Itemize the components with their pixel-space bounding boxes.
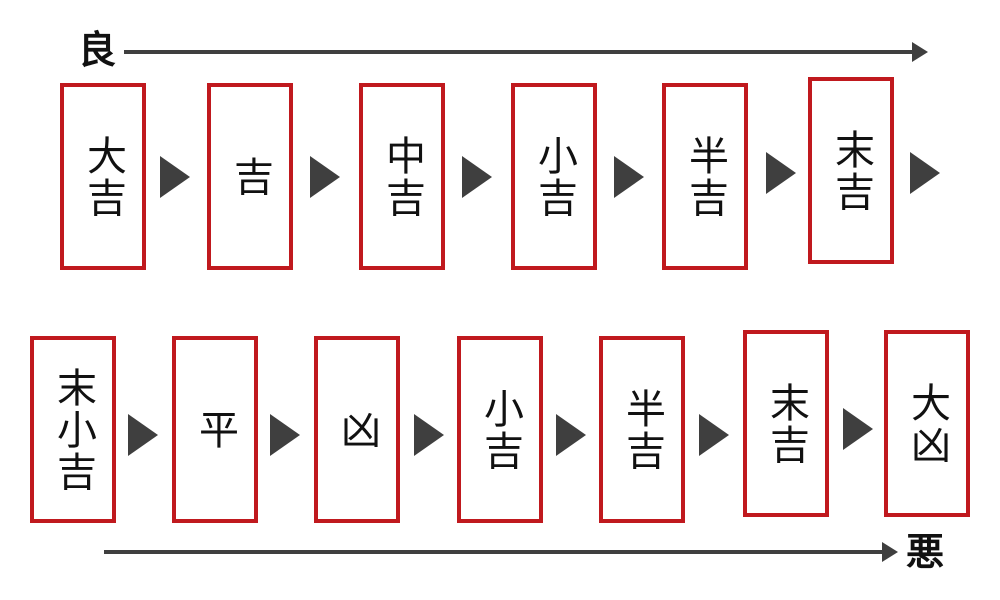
fortune-card: 大吉	[60, 83, 146, 270]
fortune-card: 凶	[314, 336, 400, 523]
fortune-card: 平	[172, 336, 258, 523]
flow-arrow-icon	[462, 156, 492, 198]
fortune-card-label: 半吉	[619, 387, 665, 472]
flow-arrow-icon	[614, 156, 644, 198]
good-label: 良	[78, 28, 117, 72]
fortune-card: 吉	[207, 83, 293, 270]
fortune-card-label: 中吉	[379, 134, 425, 219]
fortune-card-label: 末小吉	[50, 366, 96, 493]
fortune-card: 半吉	[662, 83, 748, 270]
flow-arrow-icon	[766, 152, 796, 194]
bad-label: 悪	[906, 530, 945, 574]
fortune-card: 末小吉	[30, 336, 116, 523]
fortune-card-label: 小吉	[477, 387, 523, 472]
fortune-card-label: 吉	[227, 155, 273, 198]
fortune-card-label: 大凶	[904, 381, 950, 466]
fortune-card-label: 末吉	[763, 381, 809, 466]
flow-arrow-icon	[910, 152, 940, 194]
fortune-card-label: 凶	[334, 408, 380, 451]
fortune-card-label: 平	[192, 408, 238, 451]
good-direction-arrow	[124, 42, 928, 62]
bad-direction-arrow	[104, 542, 898, 562]
flow-arrow-icon	[310, 156, 340, 198]
fortune-card: 小吉	[457, 336, 543, 523]
flow-arrow-icon	[699, 414, 729, 456]
flow-arrow-icon	[270, 414, 300, 456]
flow-arrow-icon	[414, 414, 444, 456]
flow-arrow-icon	[128, 414, 158, 456]
fortune-card: 大凶	[884, 330, 970, 517]
fortune-card-label: 末吉	[828, 128, 874, 213]
fortune-card-label: 小吉	[531, 134, 577, 219]
flow-arrow-icon	[843, 408, 873, 450]
fortune-card: 小吉	[511, 83, 597, 270]
fortune-card-label: 半吉	[682, 134, 728, 219]
fortune-card-label: 大吉	[80, 134, 126, 219]
fortune-card: 中吉	[359, 83, 445, 270]
flow-arrow-icon	[160, 156, 190, 198]
fortune-card: 半吉	[599, 336, 685, 523]
fortune-card: 末吉	[743, 330, 829, 517]
fortune-card: 末吉	[808, 77, 894, 264]
flow-arrow-icon	[556, 414, 586, 456]
